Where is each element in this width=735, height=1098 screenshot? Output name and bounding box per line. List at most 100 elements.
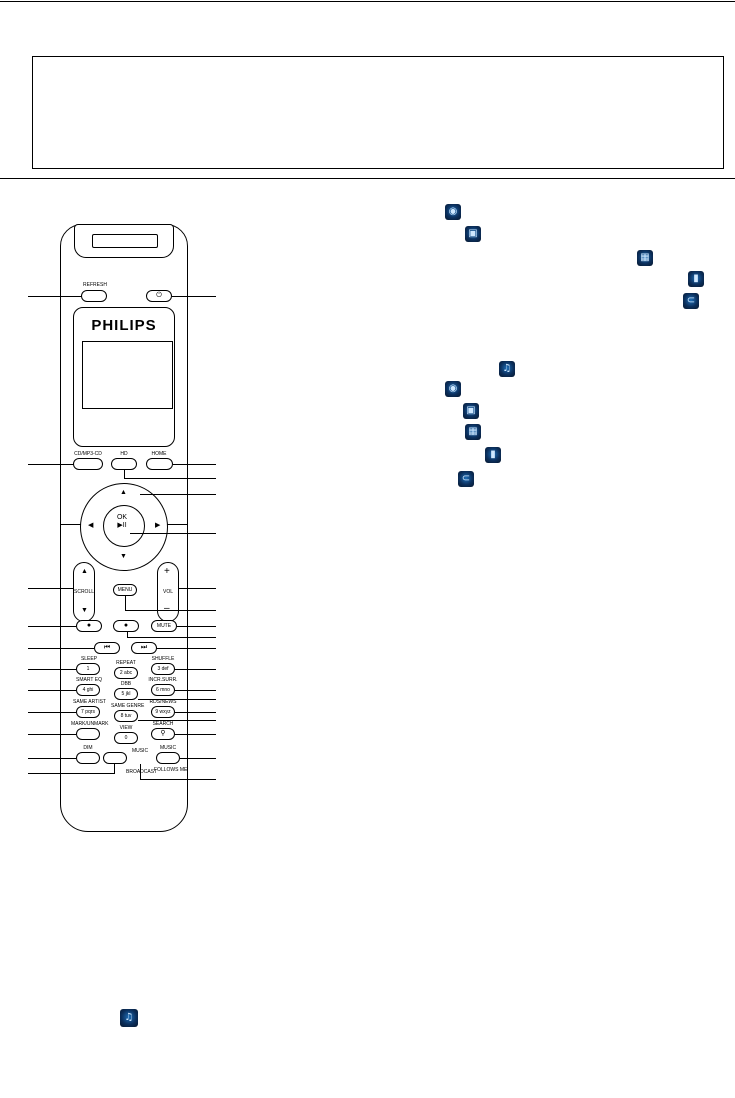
mark-unmark-button[interactable] [76,728,100,740]
cd-mp3-button[interactable] [73,458,103,470]
unlabeled-button[interactable] [103,752,127,764]
cd-icon: ◉ [445,381,461,397]
key-5-button[interactable]: 5 jkl [114,688,138,700]
key-4-button[interactable]: 4 ghi [76,684,100,696]
key-6-button[interactable]: 6 mno [151,684,175,696]
display-frame [73,307,175,447]
key-7-button[interactable]: 7 pqrs [76,706,100,718]
same-artist-label: SAME ARTIST [73,699,106,705]
previous-button[interactable]: ⏮ [94,642,120,654]
mute-button[interactable]: MUTE [151,620,177,632]
refresh-button[interactable] [81,290,107,302]
follows-me-label: FOLLOWS ME [154,767,188,773]
callout-line [175,734,216,735]
search-button[interactable]: ⚲ [151,728,175,740]
callout-line [175,669,216,670]
callout-line [140,779,216,780]
callout-line [28,773,114,774]
callout-line [127,637,216,638]
next-button[interactable]: ⏭ [131,642,157,654]
key-3-button[interactable]: 3 def [151,663,175,675]
callout-line [28,669,76,670]
callout-line [124,478,216,479]
callout-line [28,296,82,297]
search-label: SEARCH [152,721,174,727]
callout-line [28,712,76,713]
callout-line [28,626,76,627]
key-2-button[interactable]: 2 abc [114,667,138,679]
usb-icon: ▮ [688,271,704,287]
home-label: HOME [151,451,167,457]
hd-button[interactable] [111,458,137,470]
refresh-label: REFRESH [83,282,107,288]
callout-line [177,626,216,627]
callout-line [138,699,216,700]
callout-line [140,494,216,495]
callout-line [138,720,216,721]
section-rule [0,178,735,179]
nav-up-icon[interactable]: ▲ [120,489,127,496]
power-button[interactable]: ⏻ [146,290,172,302]
repeat-label: REPEAT [116,660,136,666]
music-follows-me-button[interactable] [156,752,180,764]
nav-right-icon[interactable]: ▶ [155,522,161,529]
callout-line [179,588,216,589]
callout-line [157,648,216,649]
dim-button[interactable] [76,752,100,764]
top-rule [0,1,735,2]
ok-ring[interactable] [103,505,145,547]
menu-label: MENU [117,587,133,593]
callout-line [127,632,128,637]
key-9-button[interactable]: 9 wxyz [151,706,175,718]
key-0-button[interactable]: 0 [114,732,138,744]
callout-line [180,758,216,759]
record-button-center[interactable]: ● [113,620,139,632]
nav-down-icon[interactable]: ▼ [120,553,127,560]
callout-line [125,610,216,611]
record-button-left[interactable]: ● [76,620,102,632]
power-icon: ⏻ [156,292,162,299]
callout-line [28,758,76,759]
ok-button[interactable]: OK ▶II [107,514,137,530]
dbb-label: DBB [120,681,132,687]
music-broadcast-label: MUSIC [131,748,149,754]
vol-minus-icon[interactable]: – [164,603,170,614]
ir-window [92,234,158,248]
dim-label: DIM [83,745,93,751]
callout-line [140,764,141,779]
lcd-screen [82,341,173,409]
upnp-icon: ▦ [465,424,481,440]
shuffle-label: SHUFFLE [151,656,175,662]
callout-line [28,464,74,465]
callout-line [114,764,115,774]
scroll-label: SCROLL [74,589,95,595]
ok-label: OK [116,514,128,521]
key-8-button[interactable]: 8 tuv [114,710,138,722]
callout-line [28,690,76,691]
home-button[interactable] [146,458,173,470]
usb-icon: ▮ [485,447,501,463]
play-pause-icon: ▶II [117,522,127,529]
view-label: VIEW [119,725,133,731]
menu-button[interactable]: MENU [113,584,137,596]
search-icon: ⚲ [160,730,166,737]
callout-line [28,648,94,649]
note-box [32,56,724,169]
vol-plus-icon[interactable]: + [164,566,170,577]
scroll-down-icon[interactable]: ▼ [81,607,88,614]
nav-left-icon[interactable]: ◀ [88,522,94,529]
mark-unmark-label: MARK/UNMARK [71,721,109,727]
key-1-button[interactable]: 1 [76,663,100,675]
callout-line [173,464,216,465]
mute-label: MUTE [156,623,172,629]
radio-icon: ▣ [463,403,479,419]
callout-line [175,712,216,713]
aux-icon: ⊂ [683,293,699,309]
rds-news-label: RDS/NEWS [149,699,177,705]
hd-label: HD [120,451,128,457]
music-note-icon: ♫ [499,361,515,377]
smart-eq-label: SMART EQ [76,677,102,683]
same-genre-label: SAME GENRE [111,703,145,709]
callout-line [28,588,74,589]
scroll-up-icon[interactable]: ▲ [81,568,88,575]
